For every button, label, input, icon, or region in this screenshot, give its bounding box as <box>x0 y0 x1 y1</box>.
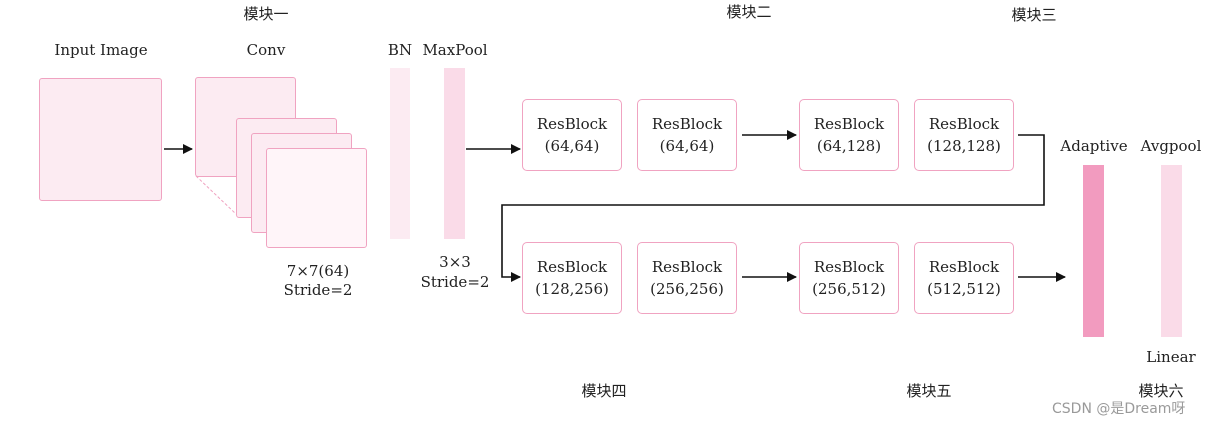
resblock-2-name: ResBlock <box>651 115 723 133</box>
resblock-5-dims: (128,256) <box>535 280 609 298</box>
resblock-8-name: ResBlock <box>928 258 1000 276</box>
resblock-6: ResBlock (256,256) <box>637 242 737 314</box>
linear-layer-bar <box>1161 165 1182 337</box>
module-6-label: 模块六 <box>1138 382 1184 400</box>
csdn-watermark: CSDN @是Dream呀 <box>1052 401 1186 417</box>
module-4-label: 模块四 <box>581 382 627 400</box>
conv-projection-line <box>195 175 237 215</box>
resblock-1-name: ResBlock <box>536 115 608 133</box>
adaptive-avgpool-bar <box>1083 165 1104 337</box>
maxpool-kernel-label: 3×3 <box>439 253 471 271</box>
resblock-4-name: ResBlock <box>928 115 1000 133</box>
bn-label: BN <box>387 41 413 59</box>
resblock-7-name: ResBlock <box>813 258 885 276</box>
resblock-8: ResBlock (512,512) <box>914 242 1014 314</box>
resblock-8-dims: (512,512) <box>927 280 1001 298</box>
maxpool-stride-label: Stride=2 <box>420 273 490 291</box>
resblock-5-name: ResBlock <box>536 258 608 276</box>
maxpool-label: MaxPool <box>422 41 488 59</box>
bn-layer-bar <box>390 68 410 239</box>
resblock-1-dims: (64,64) <box>544 137 600 155</box>
resblock-7: ResBlock (256,512) <box>799 242 899 314</box>
resblock-5: ResBlock (128,256) <box>522 242 622 314</box>
conv-kernel-label: 7×7(64) <box>286 262 350 280</box>
resblock-3-name: ResBlock <box>813 115 885 133</box>
resblock-4-dims: (128,128) <box>927 137 1001 155</box>
avgpool-label: Avgpool <box>1140 137 1202 155</box>
resblock-7-dims: (256,512) <box>812 280 886 298</box>
input-image-block <box>39 78 162 201</box>
resblock-1: ResBlock (64,64) <box>522 99 622 171</box>
resblock-4: ResBlock (128,128) <box>914 99 1014 171</box>
linear-label: Linear <box>1146 348 1196 366</box>
conv-label: Conv <box>246 41 286 59</box>
resblock-3-dims: (64,128) <box>816 137 882 155</box>
maxpool-layer-bar <box>444 68 465 239</box>
module-3-label: 模块三 <box>1011 6 1057 24</box>
resblock-2-dims: (64,64) <box>659 137 715 155</box>
adaptive-label: Adaptive <box>1060 137 1128 155</box>
resblock-6-name: ResBlock <box>651 258 723 276</box>
conv-stride-label: Stride=2 <box>283 281 353 299</box>
module-2-label: 模块二 <box>726 3 772 21</box>
module-5-label: 模块五 <box>906 382 952 400</box>
module-1-label: 模块一 <box>243 5 289 23</box>
conv-feature-map-4 <box>266 148 367 248</box>
resblock-3: ResBlock (64,128) <box>799 99 899 171</box>
resblock-2: ResBlock (64,64) <box>637 99 737 171</box>
input-image-label: Input Image <box>54 41 148 59</box>
resblock-6-dims: (256,256) <box>650 280 724 298</box>
arrow-row1-to-row2 <box>501 134 1045 282</box>
